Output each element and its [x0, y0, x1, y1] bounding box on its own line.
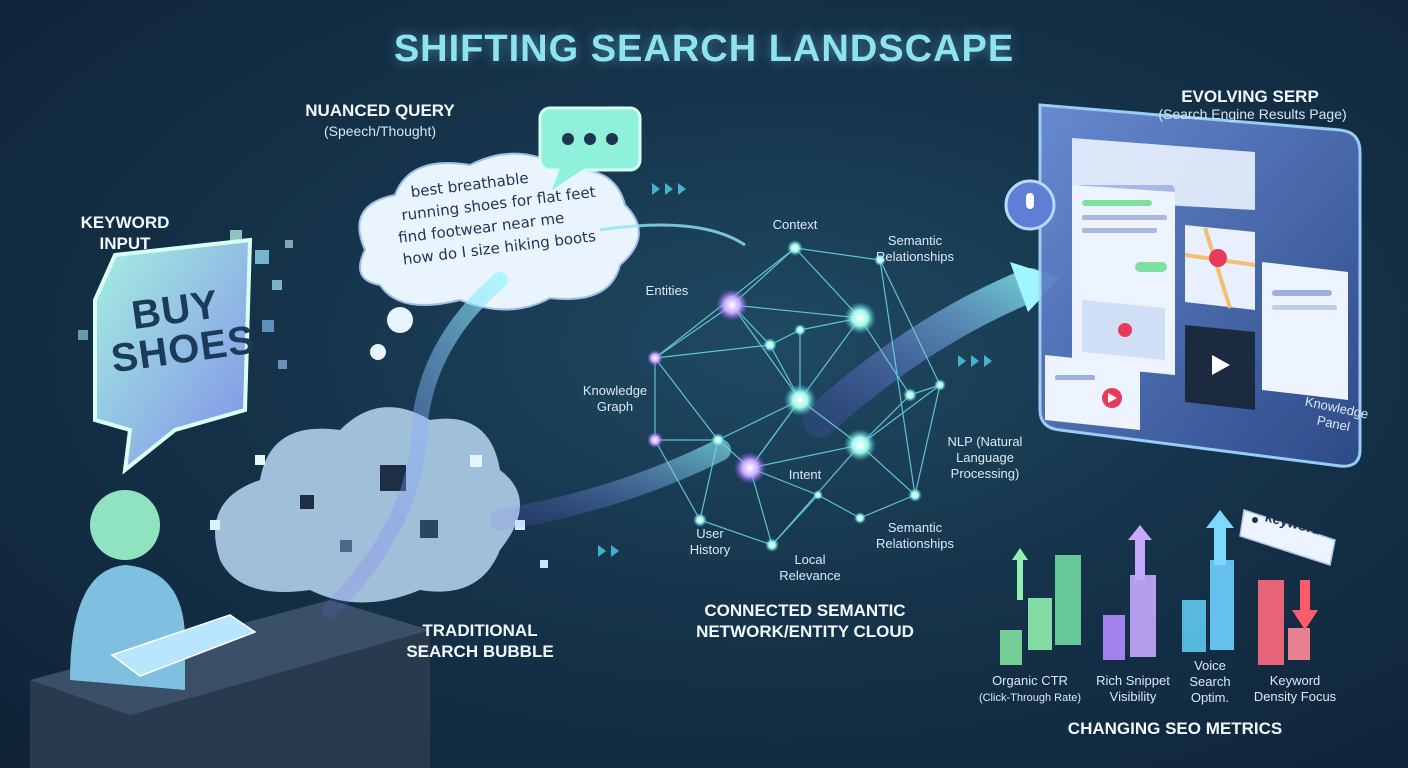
keyboard-icon	[110, 614, 257, 677]
seo-metrics-bars	[1000, 509, 1336, 665]
metric-organic-ctr: Organic CTR (Click-Through Rate)	[975, 673, 1085, 706]
keyword-input-heading: KEYWORD INPUT	[60, 212, 190, 254]
label-entities: Entities	[645, 283, 689, 298]
label-context: Context	[772, 217, 818, 232]
semantic-caption-line2: NETWORK/ENTITY CLOUD	[696, 622, 914, 641]
label-knowledge-graph-line2: Graph	[596, 399, 634, 414]
keyword-bubble	[78, 230, 293, 475]
label-local-line1: Local	[794, 552, 826, 567]
traditional-bubble-caption: TRADITIONAL SEARCH BUBBLE	[380, 620, 580, 662]
label-knowledge-graph-line1: Knowledge	[582, 383, 648, 398]
microphone-icon	[1026, 193, 1034, 209]
metric-label-line1: Rich Snippet	[1096, 673, 1170, 688]
label-intent: Intent	[788, 467, 822, 482]
serp-heading: EVOLVING SERP	[1181, 87, 1319, 106]
seo-metrics-caption: CHANGING SEO METRICS	[1067, 719, 1283, 738]
label-semantic-top-line2: Relationships	[875, 249, 955, 264]
label-nlp-line3: Processing)	[950, 466, 1020, 481]
metric-rich-snippet: Rich Snippet Visibility	[1088, 673, 1178, 705]
serp-subheading: (Search Engine Results Page)	[1158, 106, 1347, 122]
semantic-network-caption: CONNECTED SEMANTIC NETWORK/ENTITY CLOUD	[680, 600, 930, 642]
metric-label-line2: Density Focus	[1253, 689, 1337, 704]
metric-label-line1: Organic CTR	[992, 673, 1068, 688]
label-nlp-line1: NLP (Natural	[947, 434, 1023, 449]
metric-label-line2: Visibility	[1109, 689, 1157, 704]
label-semantic-relationships-bottom: Semantic Relationships	[860, 520, 970, 552]
nuanced-query-heading: NUANCED QUERY	[305, 101, 455, 120]
label-nlp-line2: Language	[956, 450, 1014, 465]
keyword-heading-line1: KEYWORD	[80, 213, 170, 232]
traditional-bubble-cloud	[210, 407, 548, 603]
traditional-caption-line2: SEARCH BUBBLE	[406, 642, 554, 661]
metric-label-line1: Keyword	[1269, 673, 1321, 688]
semantic-caption-line1: CONNECTED SEMANTIC	[704, 601, 906, 620]
label-user-history: User History	[680, 526, 740, 558]
label-semantic-relationships-top: Semantic Relationships	[860, 233, 970, 265]
label-nlp: NLP (Natural Language Processing)	[930, 434, 1040, 482]
label-semantic-top-line1: Semantic	[887, 233, 943, 248]
label-semantic-bottom-line1: Semantic	[887, 520, 943, 535]
metric-voice-search: Voice Search Optim.	[1180, 658, 1240, 706]
nuanced-query-subheading: (Speech/Thought)	[323, 123, 437, 139]
metric-label-line3: Optim.	[1190, 690, 1230, 705]
label-knowledge-graph: Knowledge Graph	[575, 383, 655, 415]
label-semantic-bottom-line2: Relationships	[875, 536, 955, 551]
label-user-history-line2: History	[689, 542, 731, 557]
knowledge-panel-card	[1262, 262, 1348, 400]
metric-label-line1: Voice	[1194, 658, 1226, 673]
metric-label-line2: Search	[1189, 674, 1231, 689]
person-head	[90, 490, 160, 560]
map-pin-icon	[1209, 249, 1227, 267]
page-title: SHIFTING SEARCH LANDSCAPE	[393, 28, 1015, 70]
label-user-history-line1: User	[696, 526, 724, 541]
serp-screen	[1004, 103, 1362, 468]
traditional-caption-line1: TRADITIONAL	[422, 621, 538, 640]
metric-label-line2: (Click-Through Rate)	[978, 692, 1082, 704]
play-icon	[1212, 355, 1230, 375]
keyword-heading-line2: INPUT	[99, 234, 151, 253]
metric-keyword-density: Keyword Density Focus	[1245, 673, 1345, 705]
label-local-relevance: Local Relevance	[770, 552, 850, 584]
label-local-line2: Relevance	[779, 568, 841, 583]
thought-cloud	[358, 106, 642, 360]
